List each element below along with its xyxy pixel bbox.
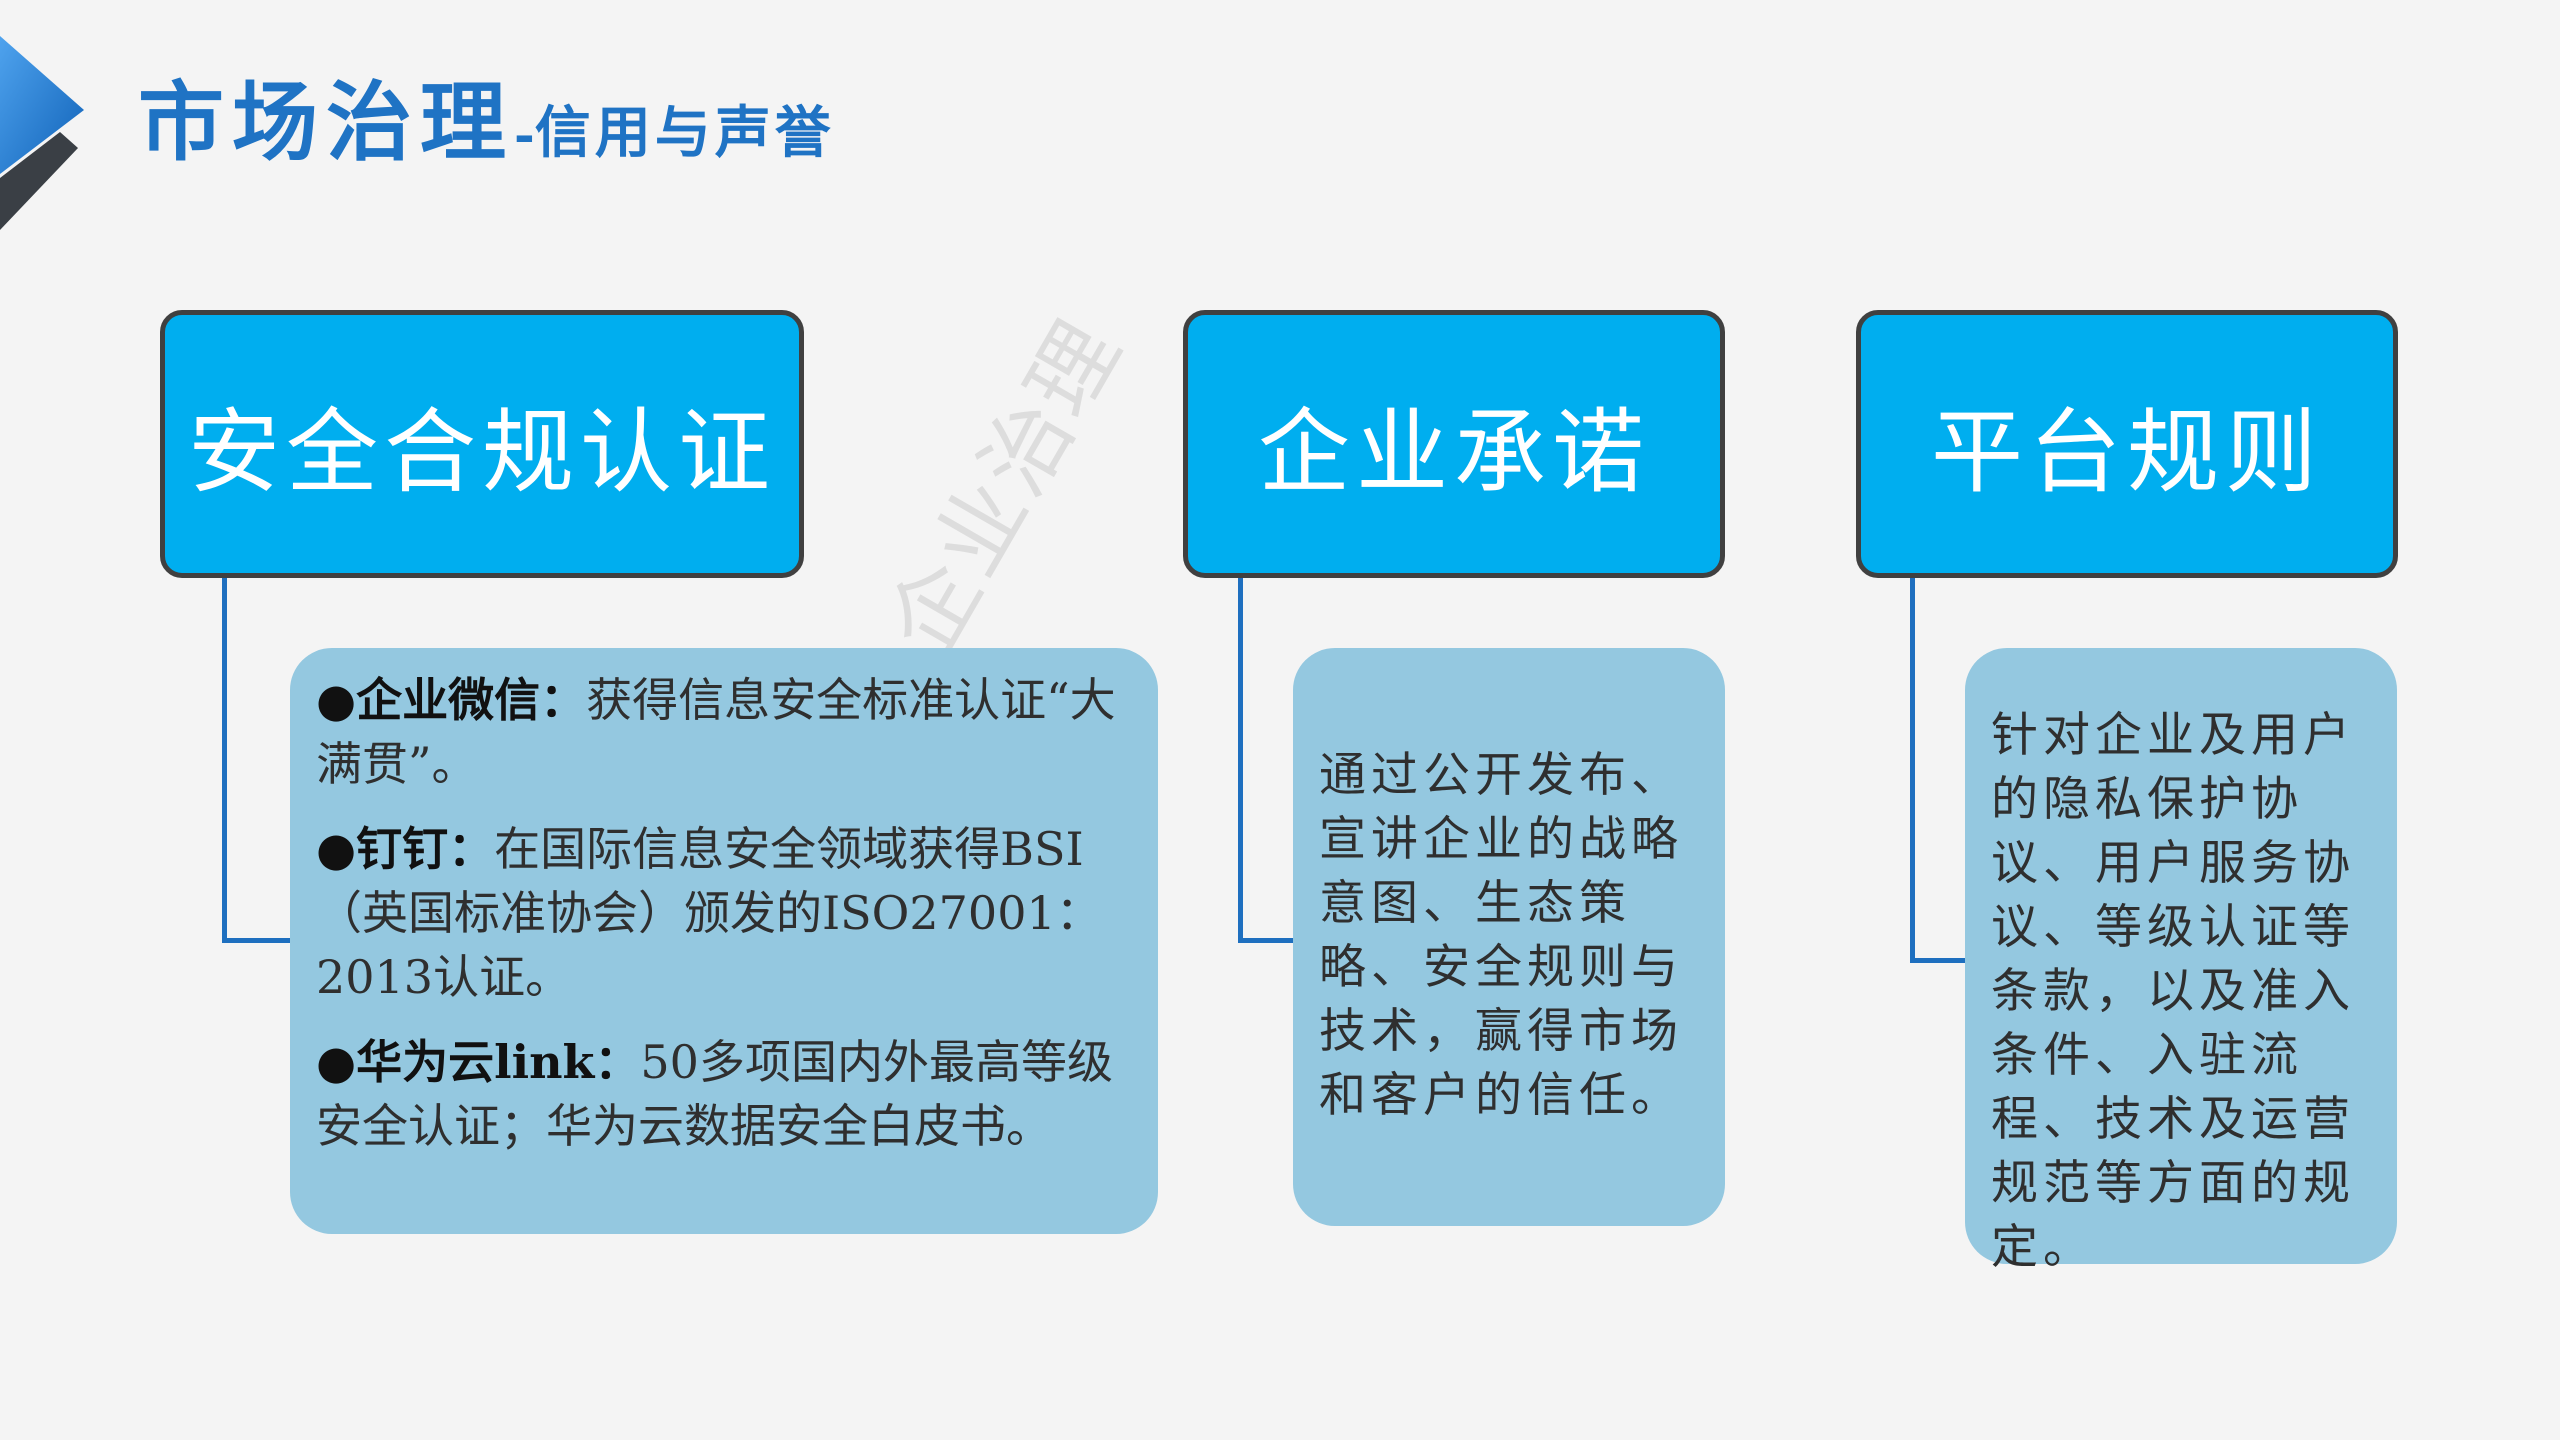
page-title-subtitle: 信用与声誉 bbox=[534, 100, 835, 166]
page-title-dash: - bbox=[514, 105, 535, 164]
connector-line-platform-rules bbox=[1910, 578, 1971, 963]
page-title-main: 市场治理 bbox=[138, 72, 514, 173]
bullet-text-huawei: 50多项国内外最高等级安全认证；华为云数据安全白皮书。 bbox=[316, 1035, 1113, 1153]
heading-box-platform-rules: 平台规则 bbox=[1856, 310, 2398, 578]
bullet-dingtalk: ●钉钉：在国际信息安全领域获得BSI（英国标准协会）颁发的ISO27001：20… bbox=[316, 817, 1118, 1009]
bullet-text-dingtalk: 在国际信息安全领域获得BSI（英国标准协会）颁发的ISO27001：2013认证… bbox=[316, 822, 1102, 1004]
bullet-wecom: ●企业微信：获得信息安全标准认证“大满贯”。 bbox=[316, 668, 1118, 796]
bullet-dot: ● bbox=[316, 673, 357, 727]
bullet-dot: ● bbox=[316, 822, 357, 876]
content-box-enterprise-commitment: 通过公开发布、宣讲企业的战略意图、生态策略、安全规则与技术，赢得市场和客户的信任… bbox=[1293, 648, 1725, 1226]
commitment-text: 通过公开发布、宣讲企业的战略意图、生态策略、安全规则与技术，赢得市场和客户的信任… bbox=[1319, 748, 1683, 1123]
connector-line-commitment bbox=[1238, 578, 1299, 943]
heading-box-enterprise-commitment: 企业承诺 bbox=[1183, 310, 1725, 578]
content-box-platform-rules: 针对企业及用户的隐私保护协议、用户服务协议、等级认证等条款，以及准入条件、入驻流… bbox=[1965, 648, 2397, 1275]
platform-rules-text: 针对企业及用户的隐私保护协议、用户服务协议、等级认证等条款，以及准入条件、入驻流… bbox=[1991, 708, 2355, 1275]
heading-enterprise-commitment: 企业承诺 bbox=[1257, 398, 1650, 506]
bullet-text-wecom: 获得信息安全标准认证“大满贯”。 bbox=[316, 673, 1116, 791]
page-title: 市场治理-信用与声誉 bbox=[138, 52, 835, 177]
heading-box-security-certification: 安全合规认证 bbox=[160, 310, 804, 578]
connector-line-security bbox=[222, 578, 297, 943]
content-box-security-certification: ●企业微信：获得信息安全标准认证“大满贯”。 ●钉钉：在国际信息安全领域获得BS… bbox=[290, 648, 1158, 1234]
bullet-lead-huawei: 华为云link： bbox=[356, 1035, 641, 1089]
corner-decoration bbox=[0, 36, 84, 230]
bullet-lead-dingtalk: 钉钉： bbox=[356, 822, 495, 876]
bullet-dot: ● bbox=[316, 1035, 357, 1089]
heading-platform-rules: 平台规则 bbox=[1930, 398, 2323, 506]
bullet-huawei-cloud-link: ●华为云link：50多项国内外最高等级安全认证；华为云数据安全白皮书。 bbox=[316, 1030, 1118, 1158]
heading-security-certification: 安全合规认证 bbox=[187, 398, 776, 506]
bullet-lead-wecom: 企业微信： bbox=[356, 673, 587, 727]
